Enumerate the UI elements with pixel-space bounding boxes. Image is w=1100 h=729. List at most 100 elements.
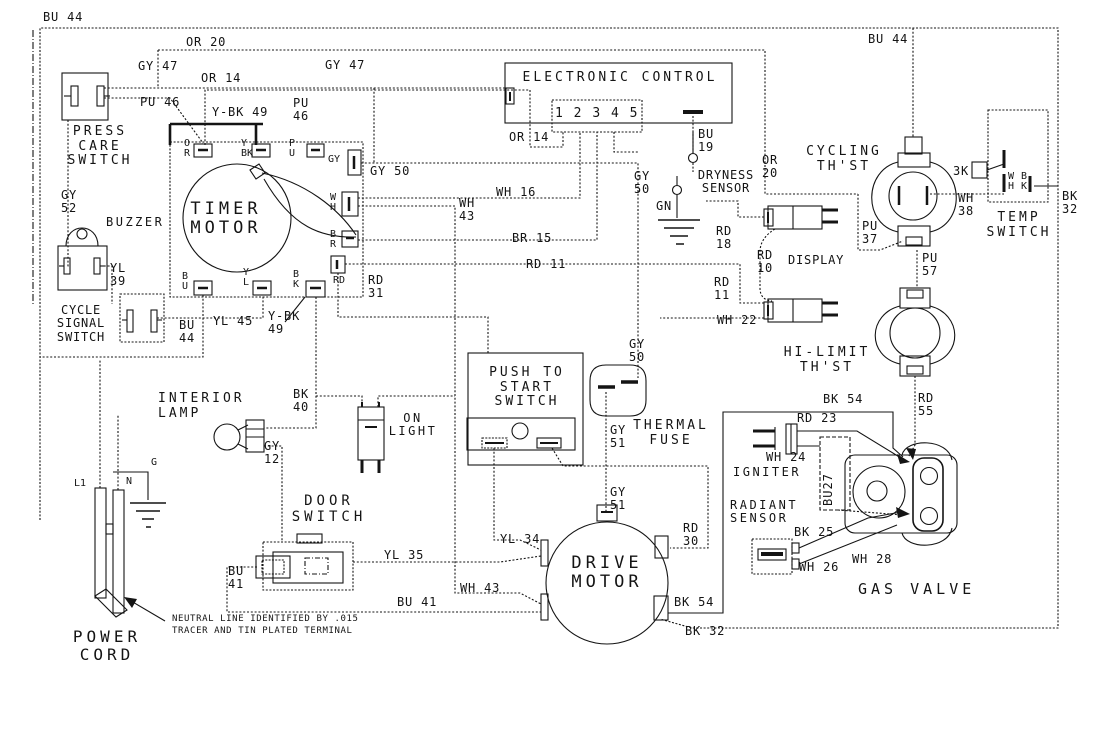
wire-label-yl39: YL 39: [110, 261, 127, 289]
wire-label-or14-mid: OR 14: [509, 130, 550, 144]
dryness-sensor-label: DRYNESS SENSOR: [697, 168, 755, 196]
wire-label-bk40: BK 40: [293, 387, 310, 415]
line1-terminal-l1: L1: [74, 478, 87, 489]
timer-terminal-wh: W H: [330, 192, 337, 213]
wire-label-gy51-b: GY 51: [610, 485, 627, 513]
wire-label-wh16: WH 16: [496, 185, 537, 199]
timer-terminal-br: B R: [330, 229, 337, 250]
gas-valve-symbol: [819, 436, 958, 546]
door-switch-label: DOOR SWITCH: [291, 493, 367, 525]
wire-label-rd18: RD 18: [716, 224, 733, 252]
wire-label-ybk49-top: Y-BK 49: [212, 105, 269, 119]
control-pins-label: 1 2 3 4 5: [555, 106, 639, 121]
power-cord-symbol: [94, 471, 166, 622]
wire-label-rd31: RD 31: [368, 273, 385, 301]
wire-label-bu19: BU 19: [698, 127, 715, 155]
hi-limit-thst-label: HI-LIMIT TH'ST: [783, 345, 871, 375]
neutral-note: NEUTRAL LINE IDENTIFIED BY .015 TRACER A…: [172, 614, 359, 637]
wire-label-gy50-ctrl: GY 50: [634, 169, 651, 197]
temp-switch-symbol: [971, 109, 1058, 203]
wire-label-rd30: RD 30: [683, 521, 700, 549]
timer-motor-label: TIMER MOTOR: [190, 199, 262, 239]
timer-terminal-bu: B U: [182, 271, 189, 292]
display-label: DISPLAY: [788, 253, 845, 267]
timer-terminal-or: O R: [184, 138, 191, 159]
wire-label-br15: BR 15: [512, 231, 553, 245]
wire-label-gy50-fuse: GY 50: [629, 337, 646, 365]
press-care-switch-label: PRESS CARE SWITCH: [67, 124, 133, 169]
drive-motor-label: DRIVE MOTOR: [571, 553, 643, 593]
cycling-thst-label: CYCLING TH'ST: [806, 144, 882, 174]
wire-label-bk54-right: BK 54: [823, 392, 864, 406]
timer-terminal-yl: Y L: [243, 267, 250, 288]
cycle-signal-switch-symbol: [119, 293, 165, 343]
wire-label-rd55: RD 55: [918, 391, 935, 419]
wire-label-pu46-right: PU 46: [293, 96, 310, 124]
neutral-terminal-n: N: [126, 476, 133, 487]
wires-solid: [668, 132, 916, 614]
thermal-fuse-label: THERMAL FUSE: [633, 418, 709, 448]
timer-motor-symbol: [169, 141, 364, 298]
on-light-label: ON LIGHT: [388, 411, 438, 439]
wire-label-wh26: WH 26: [799, 560, 840, 574]
wire-label-yl35: YL 35: [384, 548, 425, 562]
wire-label-rd23: RD 23: [797, 411, 838, 425]
hi-limit-thermostat-symbol: [874, 287, 956, 377]
buzzer-label: BUZZER: [106, 215, 165, 229]
wire-label-ybk49-bot: Y-BK 49: [268, 309, 301, 337]
radiant-sensor-symbol: [751, 538, 800, 575]
wire-label-bk54-bot: BK 54: [674, 595, 715, 609]
wire-label-gy47-right: GY 47: [325, 58, 366, 72]
wire-label-or20: OR 20: [186, 35, 227, 49]
wire-label-wh43-mid: WH 43: [459, 196, 476, 224]
wire-label-rd10: RD 10: [757, 248, 774, 276]
wire-label-or20-vert: OR 20: [762, 153, 779, 181]
door-switch-symbol: [255, 533, 354, 591]
wire-label-bu44-left: BU 44: [179, 318, 196, 346]
push-to-start-symbol: [466, 352, 584, 466]
wire-label-gy12: GY 12: [264, 439, 281, 467]
wire-label-wh38: WH 38: [958, 191, 975, 219]
push-to-start-label: PUSH TO START SWITCH: [489, 365, 565, 410]
wire-label-gy51-a: GY 51: [610, 423, 627, 451]
dryness-sensor-symbol: [658, 116, 700, 245]
power-cord-label: POWER CORD: [72, 627, 142, 664]
wire-label-yl34: YL 34: [500, 532, 541, 546]
timer-terminal-pu: P U: [289, 138, 296, 159]
wire-label-bk32-right: BK 32: [1062, 189, 1079, 217]
diagram-border: [32, 27, 1059, 629]
drive-motor-symbol: [540, 504, 669, 645]
press-care-switch-symbol: [61, 72, 110, 121]
wire-label-gy47-left: GY 47: [138, 59, 179, 73]
interior-lamp-symbol: [213, 419, 265, 453]
igniter-symbol: [753, 423, 798, 455]
timer-terminal-ybk: Y BK: [241, 138, 254, 159]
wire-label-wh22: WH 22: [717, 313, 758, 327]
electronic-control-label: ELECTRONIC CONTROL: [522, 70, 718, 85]
wire-label-gy52: GY 52: [61, 188, 78, 216]
ground-terminal-g: G: [151, 457, 158, 468]
cycling-thermostat-symbol: [871, 136, 957, 247]
buzzer-symbol: [57, 227, 108, 291]
wire-label-pu37: PU 37: [862, 219, 879, 247]
wire-label-bu41-left: BU 41: [228, 564, 245, 592]
timer-terminal-gy: GY: [328, 154, 341, 165]
wires: [40, 28, 1004, 613]
wire-label-bk25: BK 25: [794, 525, 835, 539]
wire-label-gy50-timer: GY 50: [370, 164, 411, 178]
timer-terminal-rd: RD: [333, 275, 346, 286]
wire-label-wh24: WH 24: [766, 450, 807, 464]
wire-label-wh28: WH 28: [852, 552, 893, 566]
igniter-label: IGNITER: [733, 465, 802, 479]
wire-label-bk32-bot: BK 32: [685, 624, 726, 638]
temp-switch-label: TEMP SWITCH: [986, 210, 1052, 240]
gas-valve-label: GAS VALVE: [858, 580, 976, 598]
thermal-fuse-symbol: [589, 364, 647, 417]
wire-label-bu44-top-right: BU 44: [868, 32, 909, 46]
wire-label-yl45: YL 45: [213, 314, 254, 328]
wire-label-wh43-bot: WH 43: [460, 581, 501, 595]
wire-label-gn: GN: [656, 199, 673, 213]
wire-label-or14-top: OR 14: [201, 71, 242, 85]
